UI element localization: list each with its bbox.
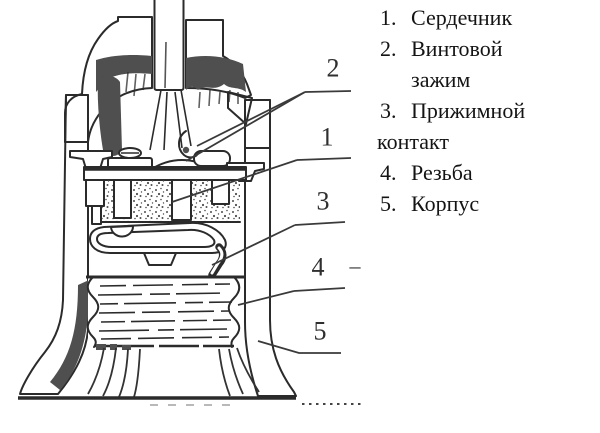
callout-1-number: 1 (320, 122, 334, 152)
cap-dome (64, 16, 252, 156)
legend-item-label: Резьба (411, 160, 473, 185)
callout-4-dash: – (349, 252, 361, 278)
core (69, 150, 265, 225)
callout-leaders (171, 90, 352, 354)
legend-item-label: Корпус (411, 191, 480, 216)
legend-item-number: 3. (380, 98, 397, 123)
callout-2-number: 2 (326, 53, 340, 83)
legend-item-number: 4. (380, 160, 397, 185)
socket-diagram: 1 2 3 4 – 5 (18, 0, 362, 406)
screw-clamps (107, 130, 231, 171)
pressure-contact (89, 221, 227, 279)
legend-item-5: 5. Корпус (380, 188, 598, 219)
legend-item-label: Сердечник (411, 5, 513, 30)
legend-item-label: Винтовой (411, 36, 503, 61)
callout-3-number: 3 (316, 186, 330, 216)
legend-item-number: 1. (380, 5, 397, 30)
legend-item-number: 5. (380, 191, 397, 216)
legend-item-1: 1. Сердечник (380, 2, 598, 33)
legend-item-3: 3. Прижимной (380, 95, 598, 126)
callout-5-number: 5 (313, 316, 327, 346)
legend-item-number: 2. (380, 36, 397, 61)
legend-item-4: 4. Резьба (380, 157, 598, 188)
socket-diagram-svg (18, 0, 362, 406)
legend-item-label-continuation: контакт (377, 129, 450, 154)
legend-item-label-continuation: зажим (411, 67, 471, 92)
callout-4-number: 4 (311, 252, 325, 282)
legend-item-2: 2. Винтовой (380, 33, 598, 64)
cable-stem (149, 0, 192, 151)
legend-list: 1. Сердечник 2. Винтовой зажим 3. Прижимной кон… (377, 2, 598, 219)
legend-item-label: Прижимной (411, 98, 526, 123)
bottom-skirt (87, 347, 260, 398)
thread-shell (86, 275, 244, 350)
base-line (18, 396, 362, 406)
